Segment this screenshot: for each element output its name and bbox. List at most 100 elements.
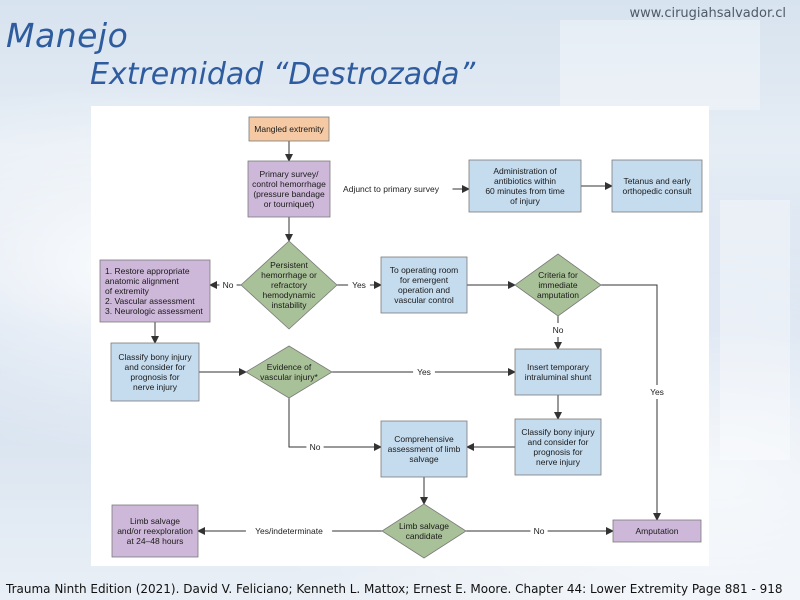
node-text-line: and/or reexploration	[117, 526, 193, 536]
edge-label-bg	[245, 524, 333, 538]
node-text-line: Mangled extremity	[254, 124, 324, 134]
node-text-line: Comprehensive	[394, 434, 454, 444]
edge-label-adjunct: Adjunct to primary survey	[343, 184, 440, 194]
node-text-line: candidate	[406, 531, 443, 541]
box-shape	[99, 259, 211, 323]
node-text-line: hemodynamic	[263, 290, 317, 300]
edge-label-yes-indeterminate: Yes/indeterminate	[255, 526, 323, 536]
node-text-line: Administration of	[493, 166, 557, 176]
node-text-line: salvage	[409, 454, 439, 464]
node-text-line: anatomic alignment	[105, 276, 179, 286]
node-text-line: of extremity	[105, 286, 150, 296]
edge-label-bg	[219, 278, 237, 292]
box-shape	[611, 159, 703, 213]
node-text-line: Amputation	[636, 526, 679, 536]
flow-arrow	[601, 284, 661, 521]
edge-label-no-restore: No	[223, 280, 234, 290]
edge-label-bg	[530, 524, 548, 538]
box-shape	[380, 420, 468, 478]
node-text-line: orthopedic consult	[623, 186, 693, 196]
edge-label-bg	[348, 278, 370, 292]
node-text-line: (pressure bandage	[253, 189, 325, 199]
edge-label-no-comprehensive: No	[310, 442, 321, 452]
edge-label-bg	[549, 323, 567, 337]
node-text-line: and consider for	[125, 362, 186, 372]
diamond-shape	[514, 253, 602, 317]
box-amputation: Amputation	[612, 519, 702, 543]
node-text-line: amputation	[537, 290, 579, 300]
node-text-line: refractory	[271, 280, 308, 290]
node-text-line: Limb salvage	[399, 521, 449, 531]
edge-label-no-criteria: No	[553, 325, 564, 335]
edge-label-bg	[413, 365, 435, 379]
edge-label-yes-amputation: Yes	[650, 387, 664, 397]
edge-label-yes-or: Yes	[352, 280, 366, 290]
box-shape	[380, 256, 468, 314]
node-text-line: hemorrhage or	[261, 270, 317, 280]
node-text-line: Criteria for	[538, 270, 578, 280]
box-shape	[110, 342, 200, 402]
node-text-line: prognosis for	[130, 372, 179, 382]
box-primary: Primary survey/control hemorrhage(pressu…	[247, 160, 331, 218]
node-text-line: 60 minutes from time	[485, 186, 565, 196]
node-text-line: assessment of limb	[388, 444, 461, 454]
node-text-line: operation and	[398, 285, 450, 295]
node-text-line: 3. Neurologic assessment	[105, 306, 203, 316]
edge-label-bg	[306, 440, 324, 454]
node-text-line: for emergent	[400, 275, 449, 285]
node-text-line: vascular injury*	[260, 372, 318, 382]
node-text-line: vascular control	[394, 295, 454, 305]
node-text-line: control hemorrhage	[252, 179, 326, 189]
node-text-line: instability	[272, 300, 308, 310]
background-decoration	[560, 20, 760, 110]
node-text-line: or tourniquet)	[264, 199, 315, 209]
flow-arrow	[288, 398, 382, 451]
box-shape	[248, 116, 330, 142]
diamond-shape	[240, 240, 338, 330]
node-text-line: To operating room	[390, 265, 459, 275]
box-shape	[468, 159, 582, 213]
node-text-line: immediate	[538, 280, 577, 290]
edge-label-bg	[329, 182, 453, 196]
box-mangled: Mangled extremity	[248, 116, 330, 142]
node-text-line: intraluminal shunt	[525, 372, 592, 382]
diamond-shape	[245, 345, 333, 399]
background-decoration	[720, 200, 790, 460]
node-text-line: 2. Vascular assessment	[105, 296, 195, 306]
node-text-line: Persistent	[270, 260, 308, 270]
edge-label-yes-shunt: Yes	[417, 367, 431, 377]
node-text-line: at 24–48 hours	[127, 536, 184, 546]
node-text-line: Insert temporary	[527, 362, 590, 372]
box-shape	[514, 348, 602, 396]
node-text-line: Limb salvage	[130, 516, 180, 526]
node-text-line: prognosis for	[533, 447, 582, 457]
edge-label-no-amputation: No	[534, 526, 545, 536]
box-shape	[514, 418, 602, 476]
node-text-line: of injury	[510, 196, 541, 206]
citation: Trauma Ninth Edition (2021). David V. Fe…	[6, 582, 783, 596]
node-text-line: Tetanus and early	[623, 176, 691, 186]
node-text-line: Classify bony injury	[521, 427, 595, 437]
edge-label-bg	[646, 385, 668, 399]
box-shape	[111, 504, 199, 558]
node-text-line: Primary survey/	[259, 169, 319, 179]
slide-title: Manejo	[6, 16, 129, 55]
node-text-line: Classify bony injury	[118, 352, 192, 362]
node-text-line: antibiotics within	[494, 176, 556, 186]
node-text-line: and consider for	[528, 437, 589, 447]
